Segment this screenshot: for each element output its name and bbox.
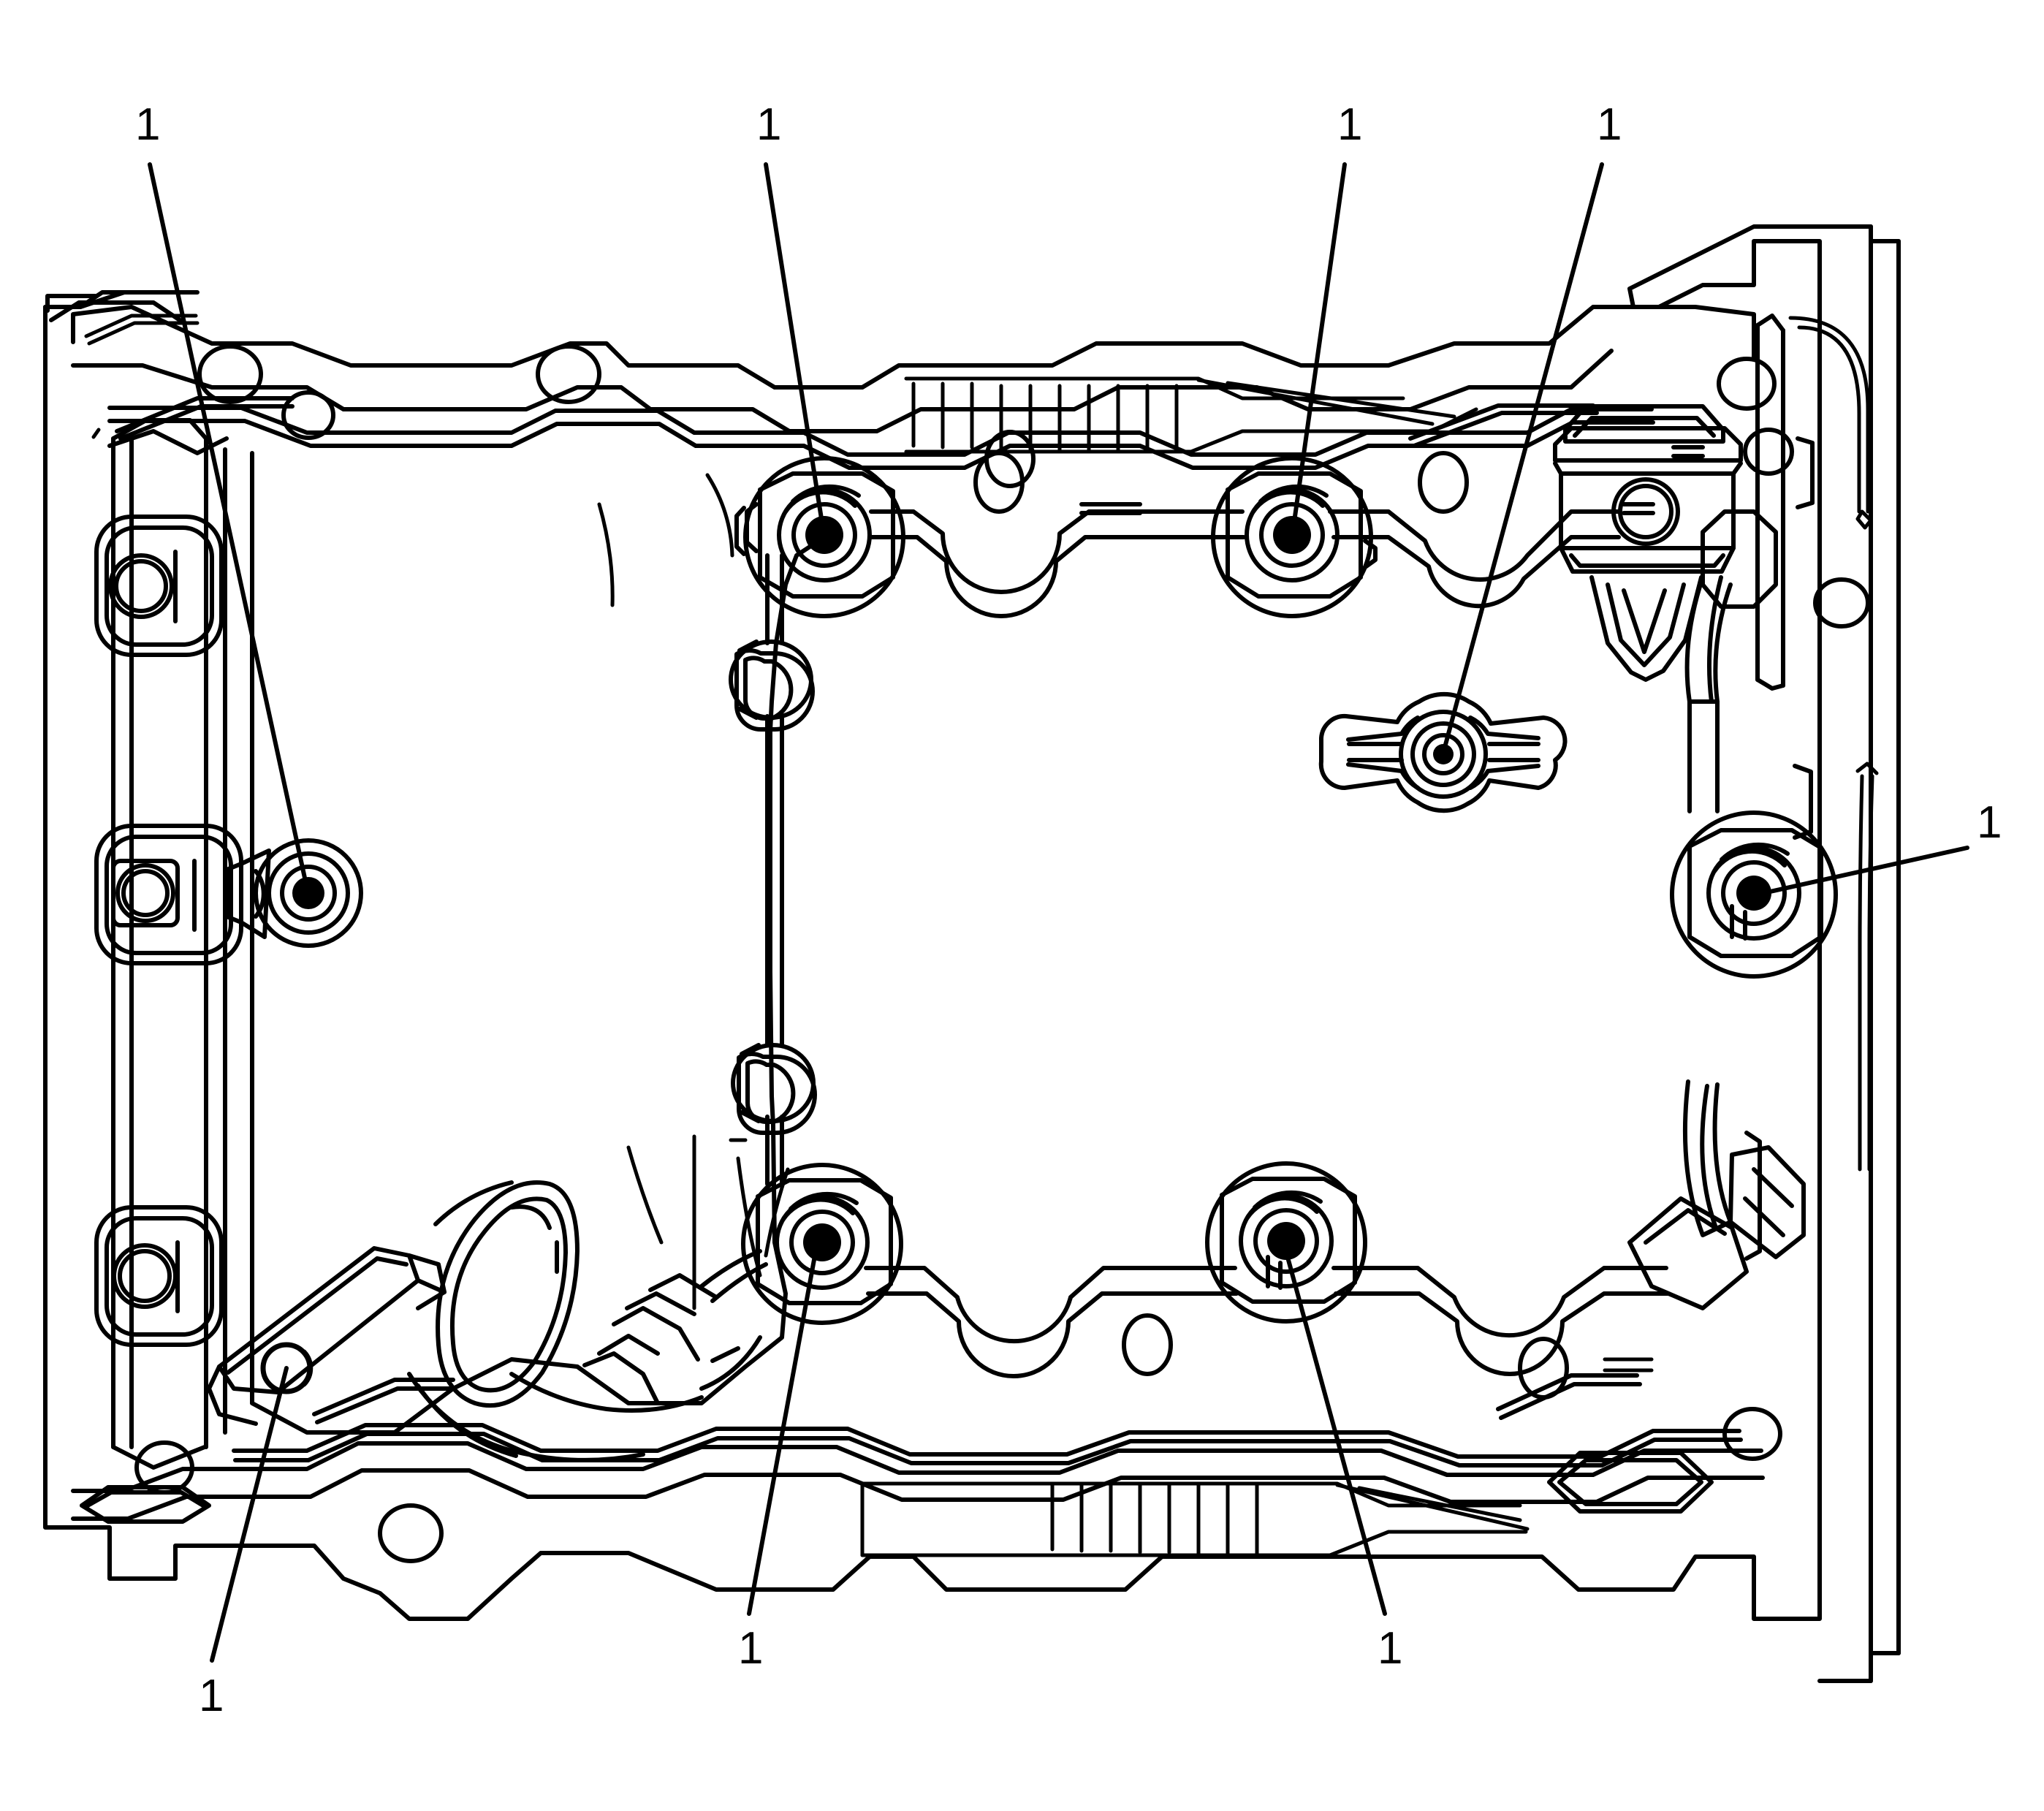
side-rail-boss-upper [94,515,224,657]
upper-left-flange-accents [84,314,200,439]
top-rib-section [904,376,1478,454]
bottom-sealing-flange [71,1373,1765,1521]
leader-1-bottom-right [1282,1242,1387,1616]
gasket-bead-rib [765,553,784,1186]
callout-label-right: 1 [1977,797,2002,848]
bolt-boss-top-left [734,456,905,618]
interior-contour-lines [597,473,790,1310]
callout-label-bottom-right: 1 [1378,1623,1403,1674]
right-side-structure [1622,314,1870,1310]
bolt-boss-bottom-left [741,1163,903,1325]
bolt-boss-bottom-right [1205,1161,1367,1324]
left-side-rail [107,418,229,1470]
side-rail-boss-mid [94,824,243,965]
leader-1-top-mid-left [764,162,827,539]
oval-relief-pocket [433,1180,580,1408]
callout-label-top-left: 1 [135,99,161,150]
star-bracket-boss [1318,691,1568,813]
push-pin-retainer-clip [1553,404,1743,682]
bolt-boss-top-right [1211,456,1378,618]
right-edge-grooves [1603,316,1879,1373]
pan-outer-body [43,224,1901,1683]
leader-1-top-left [148,162,309,890]
corner-chamfers [49,300,211,1524]
leader-1-bottom-left [210,1366,289,1663]
lower-center-contours [407,1249,768,1462]
gasket-eyelet-upper [729,639,815,732]
gasket-scallop-top [869,451,1621,618]
bolt-hole-lower-left [260,1342,314,1394]
bottom-rib-section [860,1481,1530,1557]
leader-1-bottom-mid [747,1242,819,1616]
callout-label-bottom-mid: 1 [738,1623,764,1674]
callout-label-bottom-left: 1 [199,1671,224,1721]
gasket-eyelet-lower [731,1043,817,1135]
bolt-boss-left-flange [224,838,363,948]
callout-label-top-mid-right: 1 [1337,99,1363,150]
leader-1-top-mid-right [1290,162,1347,539]
leader-1-right [1752,846,1969,897]
callout-label-top-right: 1 [1597,99,1622,150]
gasket-scallop-bottom [864,1266,1670,1400]
callout-label-top-mid-left: 1 [756,99,782,150]
side-rail-boss-lower [94,1205,224,1347]
leader-1-top-right [1441,162,1604,755]
inner-gasket-bead-outer [250,451,827,1435]
callout-leader-lines [148,162,1969,1663]
lower-left-bracket-arm [207,1246,447,1426]
hex-relief-cutout [1547,1451,1714,1514]
dowel-holes [134,344,1782,1563]
